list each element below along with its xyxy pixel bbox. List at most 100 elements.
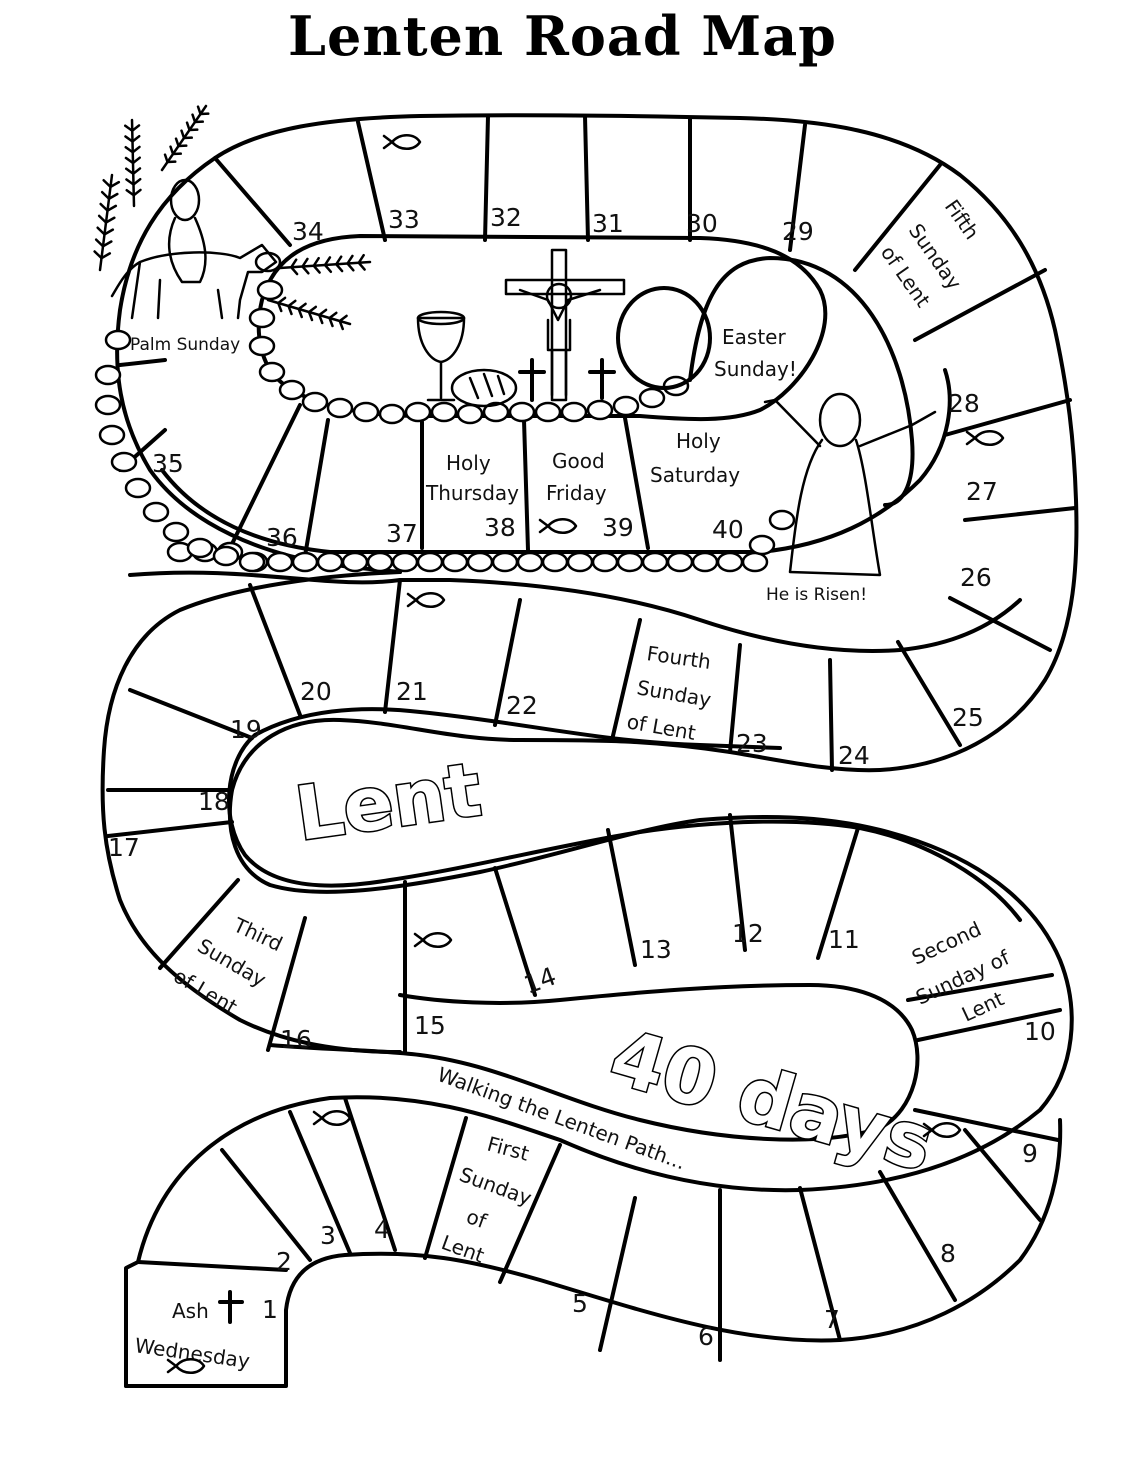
day-number-20: 20 (300, 677, 332, 706)
space-divider (916, 1008, 1062, 1042)
holy-saturday-label-2: Saturday (650, 463, 740, 487)
space-divider (493, 598, 522, 727)
fish-icon (166, 1358, 206, 1374)
day-number-21: 21 (396, 677, 428, 706)
pebble (456, 403, 484, 425)
day-number-24: 24 (838, 741, 870, 770)
fourth-sunday-label-2: Sunday (635, 675, 713, 712)
pebble (591, 551, 619, 573)
day-number-8: 8 (940, 1239, 956, 1268)
space-divider (288, 1110, 352, 1255)
pebble (716, 551, 744, 573)
space-divider (943, 398, 1072, 437)
fish-icon (406, 592, 446, 608)
cross-icon (518, 358, 546, 402)
space-divider (913, 1108, 1060, 1142)
day-number-18: 18 (198, 787, 230, 816)
day-number-6: 6 (698, 1322, 714, 1351)
day-number-39: 39 (602, 513, 634, 542)
pebble (441, 551, 469, 573)
space-divider (356, 120, 387, 242)
day-number-36: 36 (266, 523, 298, 552)
day-number-2: 2 (276, 1247, 292, 1276)
pebble (316, 551, 344, 573)
pebble (142, 501, 170, 523)
space-divider (798, 1186, 842, 1342)
cross-icon (218, 1290, 244, 1324)
space-divider (106, 820, 234, 838)
pebble (212, 545, 240, 567)
pebble (534, 401, 562, 423)
holy-saturday-label-1: Holy (676, 429, 721, 453)
first-sunday-label-1: First (485, 1132, 532, 1166)
road-edge-middle-outer (100, 570, 402, 1054)
pebble (466, 551, 494, 573)
space-divider (483, 114, 490, 242)
pebble (186, 537, 214, 559)
space-divider (136, 1260, 288, 1272)
pebble (326, 397, 354, 419)
first-sunday-label-3: of (463, 1204, 490, 1233)
donkey-icon (110, 178, 278, 320)
space-divider (493, 866, 537, 997)
space-divider (896, 640, 962, 747)
space-divider (522, 418, 530, 552)
tomb-stone-icon (616, 256, 915, 507)
space-divider (610, 618, 642, 742)
pebble (94, 364, 122, 386)
space-divider (906, 973, 1054, 1002)
palm-branch-icon (93, 173, 121, 272)
day-number-28: 28 (948, 389, 980, 418)
pebble (98, 424, 126, 446)
fish-icon (922, 1122, 962, 1138)
fish-icon (538, 518, 578, 534)
pebble (124, 477, 152, 499)
space-divider (853, 163, 942, 272)
pebble (516, 551, 544, 573)
ash-wednesday-label-line1: Ash (172, 1299, 209, 1323)
space-divider (828, 658, 834, 772)
holy-thursday-label-2: Thursday (425, 481, 519, 505)
day-number-4: 4 (374, 1215, 390, 1244)
pebble (430, 401, 458, 423)
pebble (768, 509, 796, 531)
day-number-13: 13 (640, 935, 672, 964)
lent-heading: Lent (291, 747, 487, 858)
road-edge-lent-bottom (227, 733, 1022, 922)
day-number-26: 26 (960, 563, 992, 592)
day-number-3: 3 (320, 1221, 336, 1250)
pebble (248, 335, 276, 357)
pebble (104, 329, 132, 351)
fish-icon (312, 1110, 352, 1126)
palm-branch-icon (278, 253, 372, 276)
space-divider (878, 1170, 957, 1302)
good-friday-label-1: Good (552, 449, 605, 473)
he-is-risen-label: He is Risen! (766, 585, 867, 605)
space-divider (423, 1116, 468, 1260)
pebble (366, 551, 394, 573)
day-number-25: 25 (952, 703, 984, 732)
crucifix-icon (504, 248, 626, 402)
holy-thursday-label-1: Holy (446, 451, 491, 475)
day-number-37: 37 (386, 519, 418, 548)
pebble (94, 394, 122, 416)
pebble (291, 551, 319, 573)
space-divider (816, 826, 860, 960)
road-edge-middle-top (128, 570, 1022, 653)
pebble (266, 551, 294, 573)
pebble (391, 551, 419, 573)
space-divider (343, 1096, 397, 1252)
pebble (278, 379, 306, 401)
road-edge-upper-outer (115, 113, 1079, 1388)
fourth-sunday-label-1: Fourth (645, 641, 712, 674)
space-divider (623, 416, 650, 550)
pebble (162, 521, 190, 543)
chalice-icon (416, 310, 466, 402)
space-divider (383, 578, 402, 714)
palm-branch-icon (124, 118, 142, 208)
space-divider (266, 916, 307, 1052)
space-divider (303, 418, 330, 558)
space-divider (158, 878, 240, 970)
pebble (352, 401, 380, 423)
